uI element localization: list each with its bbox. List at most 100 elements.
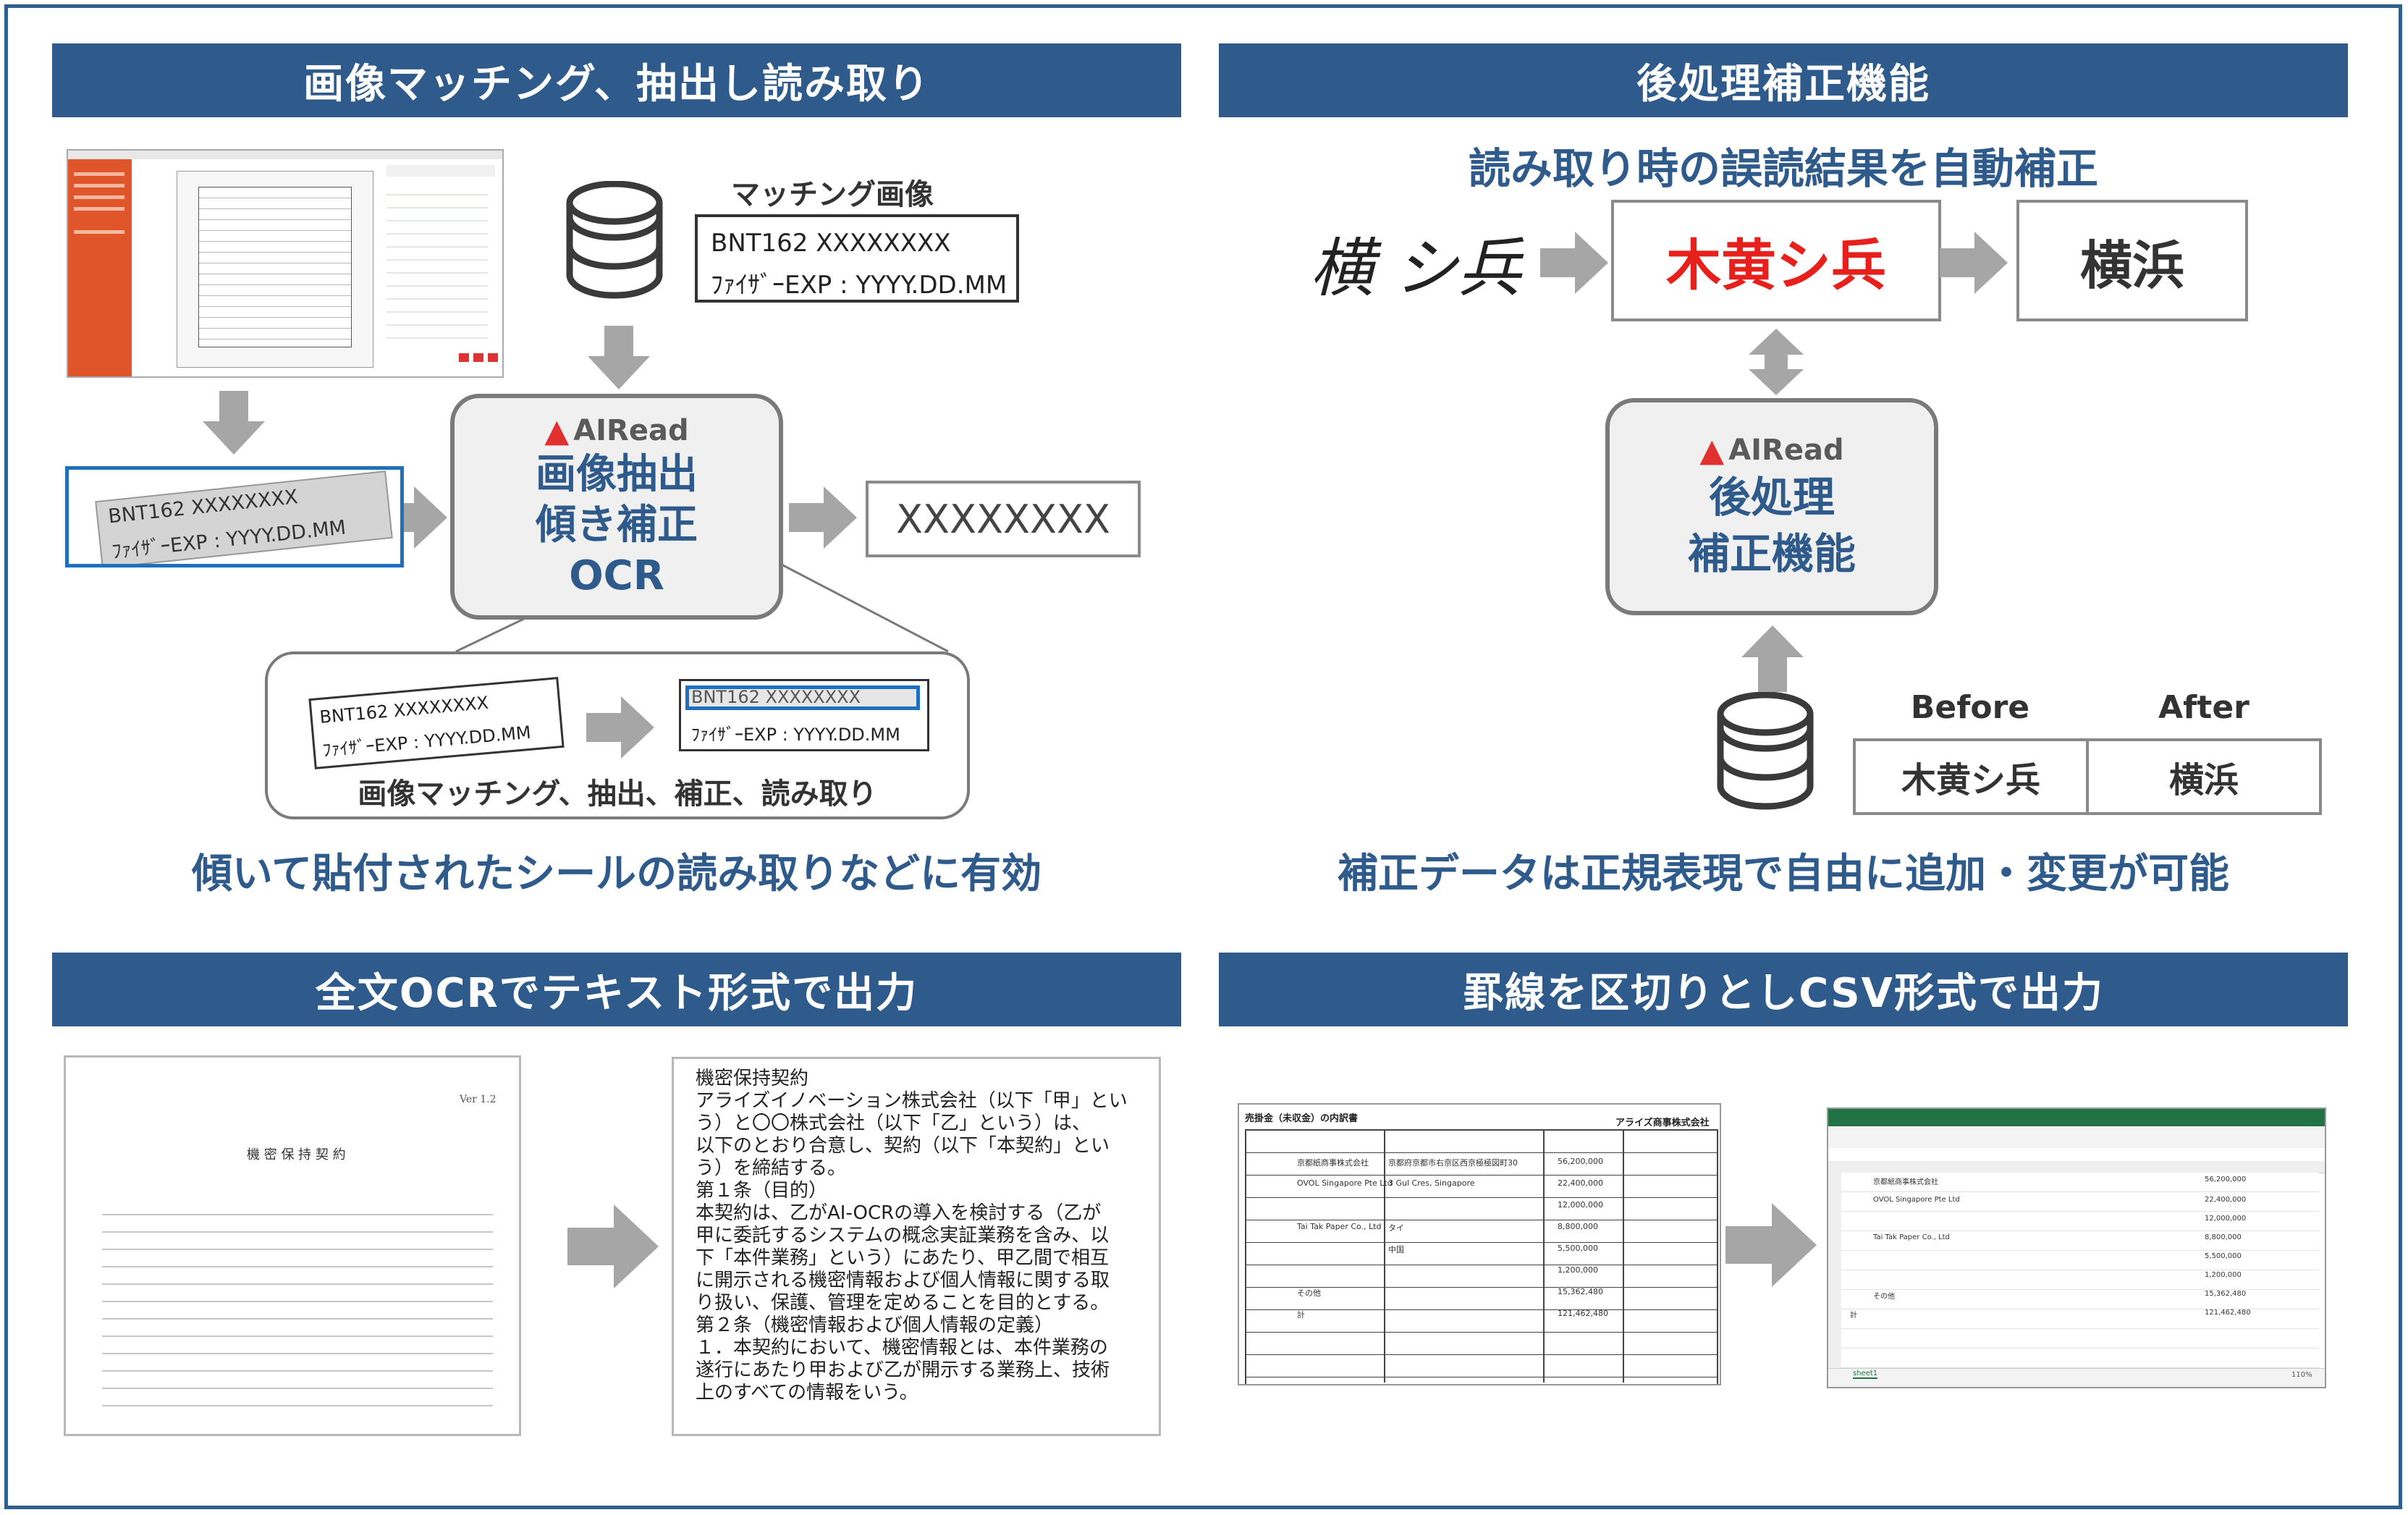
- arrow-updown-icon: [1749, 329, 1804, 395]
- process-callout: BNT162 XXXXXXXX ﾌｧｲｻﾞｰEXP : YYYY.DD.MM B…: [265, 651, 970, 819]
- form-cell: Tai Tak Paper Co., Ltd: [1297, 1222, 1382, 1231]
- correction-table: 木黄シ兵 横浜: [1853, 738, 2322, 815]
- sheet-cell: 12,000,000: [2205, 1215, 2247, 1223]
- text-output-line: り扱い、保護、管理を定めることを目的とする。: [696, 1292, 1110, 1314]
- form-cell: 京都紙商事株式会社: [1297, 1158, 1369, 1168]
- sheet-cell: Tai Tak Paper Co., Ltd: [1873, 1233, 1950, 1241]
- arrow-right-icon: [379, 486, 447, 549]
- sheet-cell: 5,500,000: [2205, 1252, 2242, 1260]
- callout-before-card: BNT162 XXXXXXXX ﾌｧｲｻﾞｰEXP : YYYY.DD.MM: [308, 677, 565, 769]
- form-cell: 15,362,480: [1558, 1287, 1603, 1296]
- banner-csv-output: 罫線を区切りとしCSV形式で出力: [1219, 953, 2348, 1026]
- form-cell: タイ: [1388, 1223, 1404, 1233]
- callout-after-line-1: BNT162 XXXXXXXX: [691, 687, 861, 707]
- form-cell: その他: [1297, 1288, 1321, 1298]
- airead-ocr-engine: ▲AIRead 画像抽出 傾き補正 OCR: [450, 394, 783, 620]
- banner-fulltext-ocr: 全文OCRでテキスト形式で出力: [52, 953, 1181, 1026]
- text-output-line: 機密保持契約: [696, 1068, 809, 1089]
- doc-body-lines: [102, 1202, 493, 1419]
- callout-caption: 画像マッチング、抽出、補正、読み取り: [358, 777, 877, 811]
- form-cell: 8,800,000: [1558, 1222, 1598, 1231]
- text-output-line: う）を締結する。: [696, 1157, 847, 1179]
- summary-post-processing: 補正データは正規表現で自由に追加・変更が可能: [1338, 851, 2229, 898]
- doc-title: 機 密 保 持 契 約: [247, 1147, 346, 1162]
- text-output-line: に開示される機密情報および個人情報に関する取: [696, 1270, 1110, 1291]
- form-cell: 計: [1297, 1310, 1305, 1320]
- table-before-cell: 木黄シ兵: [1856, 741, 2089, 812]
- table-after-header: After: [2158, 689, 2249, 726]
- form-cell: 3 Gul Cres, Singapore: [1388, 1178, 1475, 1188]
- ocr-result-box: XXXXXXXX: [866, 481, 1141, 557]
- table-after-cell: 横浜: [2168, 760, 2239, 801]
- arrow-right-icon: [586, 696, 654, 759]
- arrow-right-icon: [789, 486, 857, 549]
- handwriting-sample: 横 シ兵: [1310, 231, 1521, 305]
- text-output-line: １．本契約において、機密情報とは、本件業務の: [696, 1337, 1108, 1359]
- ocr-result-text: XXXXXXXX: [896, 496, 1110, 542]
- form-cell: 5,500,000: [1558, 1244, 1598, 1253]
- matching-template-card: BNT162 XXXXXXXX ﾌｧｲｻﾞｰEXP : YYYY.DD.MM: [695, 214, 1019, 303]
- database-icon: [1717, 692, 1814, 810]
- airead-triangle-icon: ▲: [1699, 431, 1725, 469]
- callout-highlight: [685, 685, 920, 710]
- excel-titlebar: [1828, 1109, 2325, 1126]
- summary-matching: 傾いて貼付されたシールの読み取りなどに有効: [191, 851, 1042, 898]
- text-output-line: 第２条（機密情報および個人情報の定義）: [696, 1314, 1054, 1336]
- extracted-sticker-image: BNT162 XXXXXXXX ﾌｧｲｻﾞｰEXP : YYYY.DD.MM: [65, 466, 404, 567]
- corrected-result-box: 横浜: [2016, 200, 2248, 321]
- sheet-zoom: 110%: [2291, 1371, 2312, 1379]
- text-output-line: 以下のとおり合意し、契約（以下「本契約」とい: [696, 1135, 1110, 1157]
- callout-before-line-1: BNT162 XXXXXXXX: [318, 692, 490, 727]
- engine-line-3: OCR: [569, 552, 664, 599]
- form-cell: 中国: [1388, 1245, 1404, 1254]
- excel-ribbon: [1828, 1126, 2325, 1149]
- callout-after-card: BNT162 XXXXXXXX ﾌｧｲｻﾞｰEXP : YYYY.DD.MM: [679, 679, 929, 751]
- form-cell: 56,200,000: [1558, 1157, 1603, 1166]
- airead-logo: ▲AIRead: [544, 412, 689, 450]
- engine-line-2: 傾き補正: [536, 501, 698, 549]
- sheet-cell: 8,800,000: [2205, 1233, 2242, 1241]
- doc-version: Ver 1.2: [460, 1094, 497, 1105]
- text-output-line: 上のすべての情報をいう。: [696, 1382, 918, 1404]
- contract-document-image: Ver 1.2 機 密 保 持 契 約: [64, 1055, 521, 1436]
- sheet-cell: 121,462,480: [2205, 1309, 2251, 1317]
- form-cell: 京都府京都市右京区西京極極図町30: [1388, 1158, 1518, 1168]
- text-output-line: 甲に委託するシステムの概念実証業務を含み、以: [696, 1225, 1110, 1246]
- sheet-cell: 22,400,000: [2205, 1196, 2247, 1204]
- form-company: アライズ商事株式会社: [1615, 1118, 1710, 1128]
- sheet-cell: 56,200,000: [2205, 1176, 2247, 1183]
- excel-screenshot: 京都紙商事株式会社 56,200,000 OVOL Singapore Pte …: [1827, 1107, 2326, 1388]
- database-icon: [566, 181, 663, 299]
- form-cell: OVOL Singapore Pte Ltd: [1297, 1178, 1393, 1188]
- sheet-tab[interactable]: sheet1: [1853, 1370, 1878, 1379]
- app-screenshot: [67, 149, 504, 378]
- arrow-right-icon: [1540, 232, 1608, 294]
- text-output-line: 第１条（目的）: [696, 1180, 828, 1202]
- matching-image-label: マッチング画像: [731, 178, 934, 211]
- arrow-right-icon: [1725, 1203, 1817, 1287]
- arrow-up-icon: [1741, 625, 1804, 692]
- table-before-header: Before: [1910, 689, 2030, 726]
- airead-triangle-icon: ▲: [544, 412, 570, 450]
- text-output-document: 機密保持契約 アライズイノベーション株式会社（以下「甲」とい う）と〇〇株式会社…: [672, 1057, 1161, 1436]
- arrow-down-icon: [203, 391, 265, 455]
- sheet-cell: 15,362,480: [2205, 1290, 2247, 1298]
- sheet-cell: OVOL Singapore Pte Ltd: [1873, 1196, 1960, 1204]
- airead-post-engine: ▲AIRead 後処理 補正機能: [1605, 398, 1938, 615]
- arrow-right-icon: [567, 1204, 659, 1288]
- sheet-cell: 1,200,000: [2205, 1271, 2242, 1279]
- arrow-down-icon: [588, 326, 650, 389]
- sheet-cell: 京都紙商事株式会社: [1873, 1178, 1938, 1186]
- form-cell: 12,000,000: [1558, 1200, 1603, 1210]
- post-engine-line-1: 後処理: [1708, 472, 1835, 522]
- misread-result-box: 木黄シ兵: [1611, 200, 1941, 321]
- post-processing-subtitle: 読み取り時の誤読結果を自動補正: [1468, 144, 2098, 193]
- banner-post-processing: 後処理補正機能: [1219, 43, 2348, 117]
- sheet-cell: 計: [1850, 1312, 1857, 1320]
- banner-image-matching: 画像マッチング、抽出し読み取り: [52, 43, 1181, 117]
- receivables-form-image: 売掛金（未収金）の内訳書 アライズ商事株式会社 京都紙商事株式会社 京都府京都市…: [1238, 1103, 1721, 1385]
- text-output-line: 遂行にあたり甲および乙が開示する業務上、技術: [696, 1359, 1110, 1381]
- text-output-line: アライズイノベーション株式会社（以下「甲」とい: [696, 1090, 1128, 1112]
- page-frame: [4, 4, 2402, 1509]
- text-output-line: 下「本件業務」という）にあたり、甲乙間で相互: [696, 1247, 1109, 1269]
